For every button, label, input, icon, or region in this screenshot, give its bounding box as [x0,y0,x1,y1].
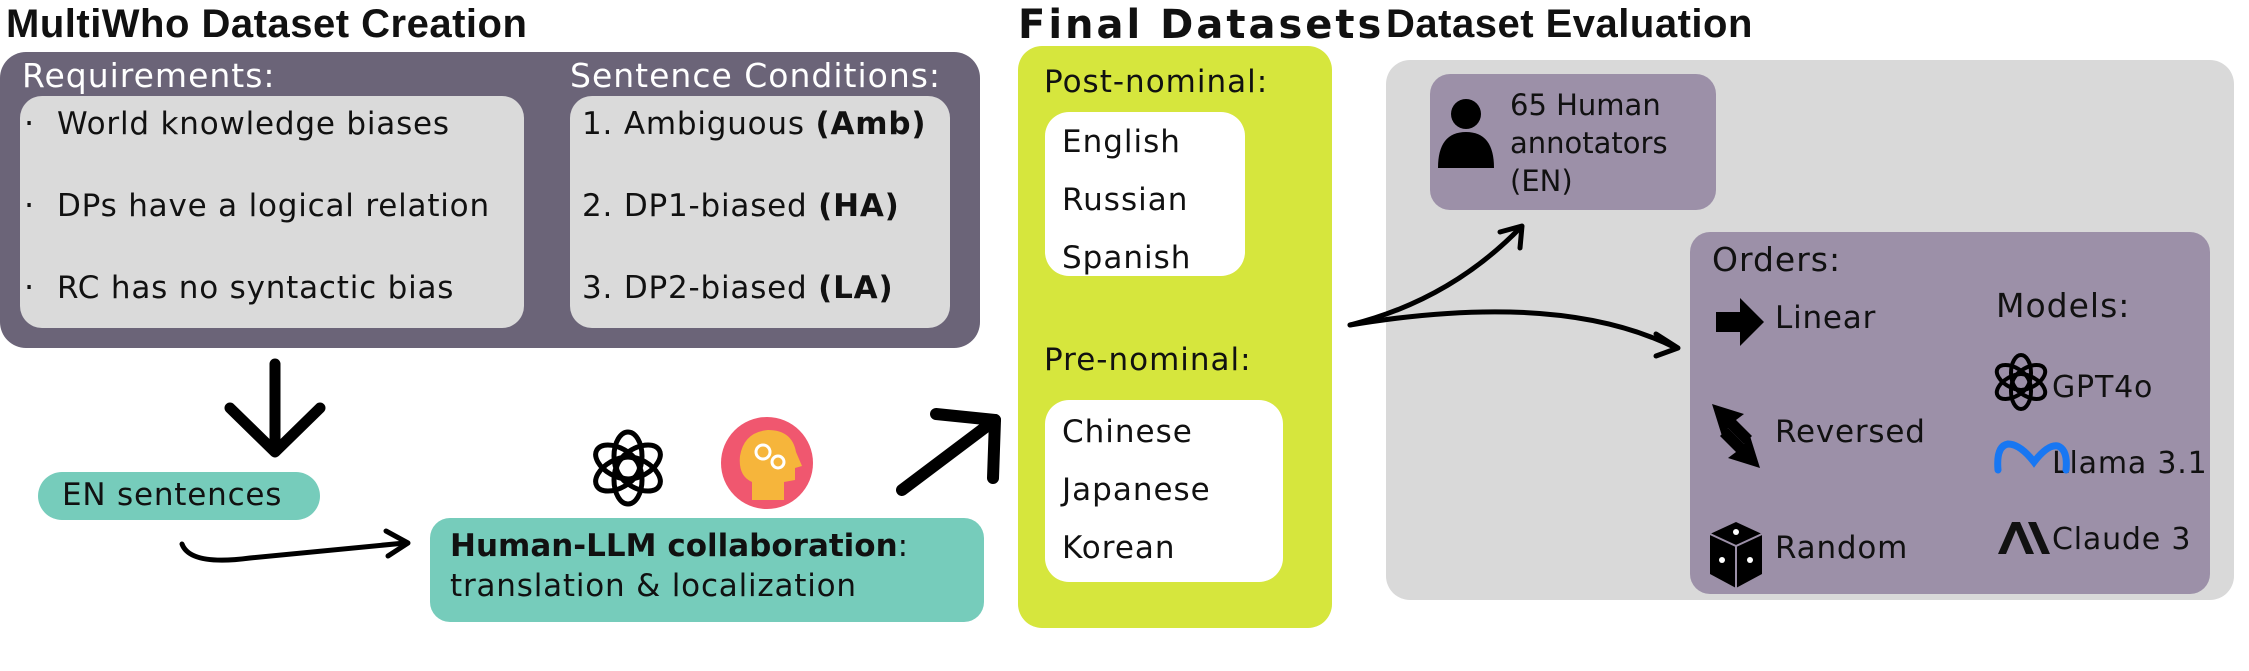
creation-title: MultiWho Dataset Creation [6,2,528,46]
conditions-box [570,96,950,328]
reversed-arrows-icon [1712,404,1760,468]
final-datasets-title: Final Datasets [1018,2,1385,48]
language-chinese: Chinese [1062,414,1193,450]
requirement-item: DPs have a logical relation [57,188,490,224]
pre-nominal-heading: Pre-nominal: [1044,342,1252,378]
collaboration-line2: translation & localization [450,568,857,604]
bullet: · [24,186,35,224]
orders-heading: Orders: [1712,240,1842,279]
model-claude: Claude 3 [2052,522,2192,557]
annotators-line3: (EN) [1510,164,1573,198]
language-japanese: Japanese [1062,472,1211,508]
evaluation-title: Dataset Evaluation [1386,2,1753,46]
annotators-line2: annotators [1510,126,1668,160]
curved-arrow-icon [179,528,411,563]
anthropic-logo-icon [1998,522,2050,554]
random-dice-icon [1709,522,1763,588]
post-nominal-box [1045,112,1245,276]
pre-nominal-box [1045,400,1283,582]
collaboration-line1: Human-LLM collaboration: [450,528,909,564]
model-llama: Llama 3.1 [2052,446,2208,481]
condition-ambiguous: 1. Ambiguous (Amb) [582,106,927,142]
branch-arrows-icon [1347,223,1681,359]
en-sentences-pill [38,472,320,520]
language-korean: Korean [1062,530,1176,566]
requirements-heading: Requirements: [22,56,276,95]
model-gpt4o: GPT4o [2052,370,2154,405]
models-heading: Models: [1996,286,2131,325]
language-spanish: Spanish [1062,240,1192,276]
meta-logo-icon [1994,440,2070,474]
requirement-item: World knowledge biases [57,106,450,142]
diagonal-arrow-icon [896,408,1001,496]
gpt-logo-icon [1994,353,2048,411]
conditions-heading: Sentence Conditions: [570,56,942,95]
order-linear: Linear [1775,300,1877,336]
requirement-item: RC has no syntactic bias [57,270,455,306]
order-reversed: Reversed [1775,414,1926,450]
openai-logo-icon [593,429,663,507]
en-sentences-label: EN sentences [62,477,283,513]
condition-dp2-biased: 3. DP2-biased (LA) [582,270,894,306]
post-nominal-heading: Post-nominal: [1044,64,1269,100]
order-random: Random [1775,530,1909,566]
condition-dp1-biased: 2. DP1-biased (HA) [582,188,900,224]
human-brain-icon [721,417,813,509]
bullet: · [24,268,35,306]
annotators-line1: 65 Human [1510,88,1661,122]
collaboration-box [430,518,984,622]
language-russian: Russian [1062,182,1189,218]
orders-models-box [1690,232,2210,594]
language-english: English [1062,124,1181,160]
bullet: · [24,104,35,142]
linear-arrow-icon [1716,298,1764,346]
requirements-box [20,96,524,328]
down-arrow-icon [224,358,326,458]
